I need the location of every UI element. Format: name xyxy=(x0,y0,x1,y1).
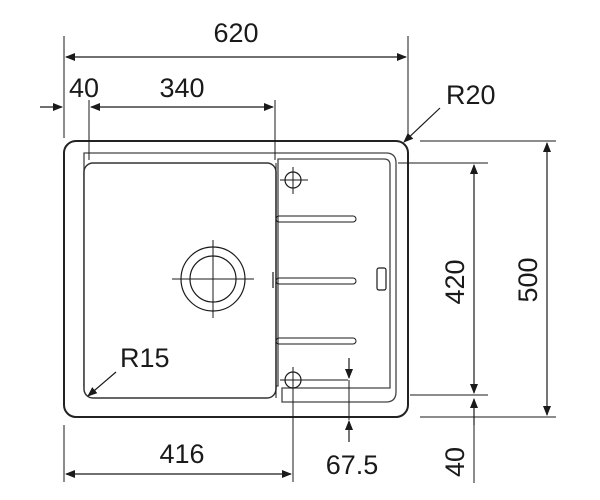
dim-bowl-depth xyxy=(398,162,488,396)
dim-overall-depth xyxy=(420,140,556,418)
tap-hole-top-icon xyxy=(280,167,308,194)
drainboard-ribs xyxy=(275,215,357,345)
label-bowl-depth: 420 xyxy=(440,259,470,304)
dim-bowl-offset xyxy=(40,100,276,160)
label-bowl-radius: R15 xyxy=(120,343,170,373)
label-bottom-width: 416 xyxy=(159,439,204,469)
label-bowl-offset: 40 xyxy=(69,73,99,103)
leader-bowl-radius xyxy=(87,371,117,397)
dim-overall-width xyxy=(63,36,409,138)
leader-outer-radius xyxy=(403,107,441,143)
bowl xyxy=(83,162,277,399)
label-outer-radius: R20 xyxy=(446,80,496,110)
label-bowl-width: 340 xyxy=(159,73,204,103)
label-bottom-edge: 40 xyxy=(440,447,470,477)
tap-hole-bottom-icon xyxy=(280,367,348,394)
sink-inner-rim xyxy=(83,152,397,403)
label-tap-hole-offset: 67.5 xyxy=(326,450,379,480)
drain-icon xyxy=(172,240,254,318)
label-overall-width: 620 xyxy=(213,18,258,48)
label-overall-depth: 500 xyxy=(513,257,543,302)
dim-bottom-width xyxy=(63,392,294,482)
overflow-slot xyxy=(376,267,387,291)
